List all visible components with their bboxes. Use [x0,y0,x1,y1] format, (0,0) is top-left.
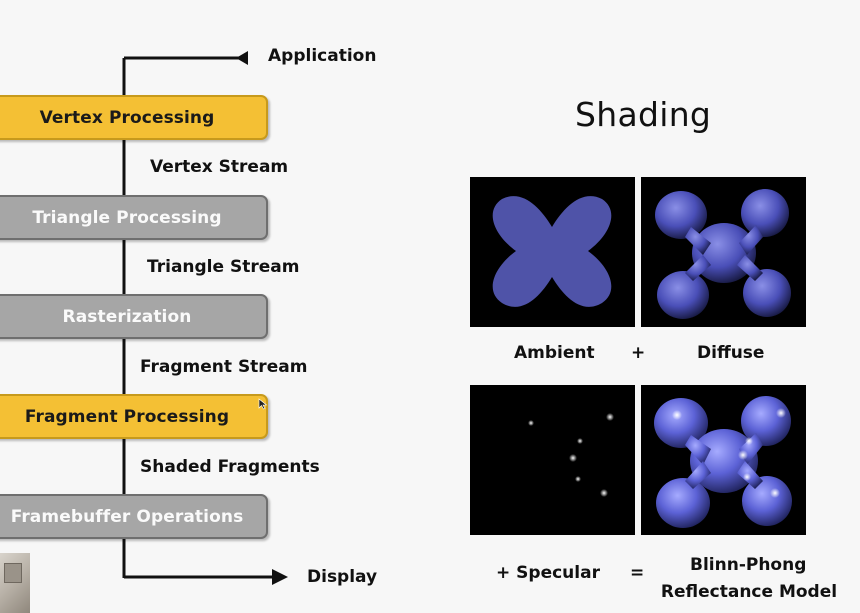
blinn-phong-panel [641,385,806,535]
stage-triangle-processing: Triangle Processing [0,195,268,240]
ambient-caption: Ambient [514,343,595,363]
diffuse-caption: Diffuse [697,343,764,363]
specular-panel [470,385,635,535]
specular-caption: + Specular [496,563,600,583]
diffuse-shape [641,177,806,327]
stream-fragment: Fragment Stream [140,357,307,377]
shading-title: Shading [575,95,711,134]
stream-triangle: Triangle Stream [147,257,299,277]
equals-sign: = [630,563,644,583]
blinn-phong-caption-line2: Reflectance Model [656,582,842,602]
diffuse-panel [641,177,806,327]
blinn-phong-shape [641,385,806,535]
application-arrowhead [236,51,248,65]
application-label: Application [268,46,376,66]
mouse-cursor-icon [258,398,268,410]
stage-fragment-processing: Fragment Processing [0,394,268,439]
plus-sign: + [631,343,645,363]
display-arrowhead [272,569,288,585]
ambient-shape [470,177,635,327]
speaker-thumbnail [0,553,30,613]
ambient-panel [470,177,635,327]
stream-vertex: Vertex Stream [150,157,288,177]
blinn-phong-caption-line1: Blinn-Phong [690,555,782,575]
specular-highlights [470,385,635,535]
stage-rasterization: Rasterization [0,294,268,339]
stage-vertex-processing: Vertex Processing [0,95,268,140]
display-label: Display [307,567,377,587]
stage-framebuffer-operations: Framebuffer Operations [0,494,268,539]
stream-shaded-fragments: Shaded Fragments [140,457,320,477]
